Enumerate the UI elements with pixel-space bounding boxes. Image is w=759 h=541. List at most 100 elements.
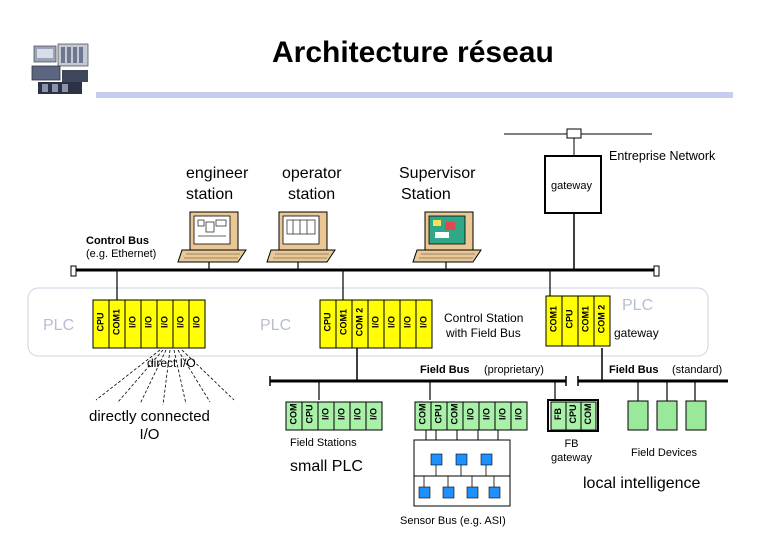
module-label: FB: [553, 408, 563, 420]
module-slot: [510, 401, 528, 431]
direct-io-lines: [95, 349, 235, 406]
module-slot: [415, 299, 433, 349]
field-bus-standard-line: [577, 376, 728, 386]
module-label: I/O: [368, 408, 378, 420]
sensor-bus: [413, 430, 511, 507]
fb-gateway-frame: [547, 399, 599, 432]
module-label: COM 2: [596, 305, 606, 334]
directly-connected-label: directly connected I/O: [89, 408, 210, 444]
module-label: COM: [417, 404, 427, 425]
sensor-icon: [488, 486, 501, 499]
plc-left-label: PLC: [43, 317, 75, 334]
plc-right-label: PLC: [622, 297, 654, 314]
module-label: I/O: [320, 408, 330, 420]
supervisor-station-icon: [412, 211, 482, 263]
module-label: I/O: [497, 408, 507, 420]
supervisor-station-label: Supervisor Station: [399, 163, 475, 205]
field-bus-standard-label: Field Bus: [609, 364, 659, 376]
module-label: CPU: [568, 404, 578, 423]
enterprise-network-line: [504, 128, 652, 156]
plc-region: [27, 287, 709, 357]
module-label: I/O: [465, 408, 475, 420]
directly-connected-line2: I/O: [139, 426, 160, 443]
supervisor-station-line2: Station: [401, 186, 451, 203]
directly-connected-line1: directly connected: [89, 408, 210, 425]
engineer-station-line2: station: [186, 186, 234, 203]
field-devices: [627, 400, 707, 431]
module-label: CPU: [322, 312, 332, 331]
field-station-rack: COM CPU I/O I/O I/O I/O: [285, 401, 383, 431]
module-label: I/O: [481, 408, 491, 420]
field-devices-label: Field Devices: [631, 447, 698, 459]
field-bus-proprietary-line: [269, 376, 567, 386]
module-label: I/O: [175, 316, 185, 328]
module-label: I/O: [386, 316, 396, 328]
operator-station-label: operator station: [282, 163, 342, 205]
module-label: COM1: [580, 306, 590, 332]
module-label: CPU: [95, 312, 105, 331]
module-label: I/O: [418, 316, 428, 328]
engineer-station-label: engineer station: [186, 163, 248, 205]
module-label: CPU: [304, 404, 314, 423]
local-intelligence-label: local intelligence: [583, 475, 701, 492]
sensor-nodes: [418, 453, 501, 499]
engineer-station-icon: [177, 211, 247, 263]
module-label: I/O: [370, 316, 380, 328]
field-bus-proprietary-label: Field Bus: [420, 364, 470, 376]
field-device: [685, 400, 707, 431]
engineer-station-line1: engineer: [186, 165, 249, 182]
plc-right-rack: COM1 CPU COM1 COM 2: [545, 295, 611, 347]
sensor-icon: [480, 453, 493, 466]
fb-gateway-line1: FB: [564, 438, 579, 450]
operator-station-icon: [266, 211, 336, 263]
module-label: I/O: [191, 316, 201, 328]
module-label: I/O: [402, 316, 412, 328]
sensor-icon: [442, 486, 455, 499]
title-rule: [96, 92, 733, 98]
module-label: COM: [288, 404, 298, 425]
module-label: COM: [449, 404, 459, 425]
gateway-right-label: gateway: [614, 326, 659, 340]
control-bus-label: Control Bus: [86, 235, 149, 247]
module-label: I/O: [513, 408, 523, 420]
module-label: COM1: [548, 306, 558, 332]
module-label: COM1: [111, 309, 121, 335]
field-stations-label: Field Stations: [290, 437, 357, 449]
module-label: COM: [583, 404, 593, 425]
module-label: I/O: [159, 316, 169, 328]
gateway-top-box: [544, 155, 602, 214]
module-label: CPU: [433, 404, 443, 423]
module-slot: [580, 401, 597, 431]
module-label: I/O: [336, 408, 346, 420]
sensor-icon: [466, 486, 479, 499]
sensor-bus-label: Sensor Bus (e.g. ASI): [400, 515, 506, 527]
field-device: [627, 400, 649, 431]
module-label: I/O: [352, 408, 362, 420]
control-station-line1: Control Station: [444, 311, 524, 325]
control-station-label: Control Station with Field Bus: [444, 311, 523, 341]
operator-station-line1: operator: [282, 165, 342, 182]
plc-logo-icon: [30, 42, 92, 96]
direct-io-label: direct I/O: [147, 356, 196, 370]
module-slot: [593, 295, 611, 347]
small-plc-label: small PLC: [290, 458, 363, 475]
fb-gateway-line2: gateway: [551, 452, 592, 464]
sensor-icon: [418, 486, 431, 499]
operator-station-line2: station: [288, 186, 336, 203]
sensor-station-rack: COM CPU COM I/O I/O I/O I/O: [414, 401, 528, 431]
module-slot: [188, 299, 206, 349]
module-label: I/O: [143, 316, 153, 328]
page-title: Architecture réseau: [272, 36, 554, 69]
gateway-top-label: gateway: [551, 180, 592, 192]
fb-gateway-label: FB gateway: [551, 437, 592, 465]
plc-middle-label: PLC: [260, 317, 292, 334]
enterprise-network-label: Entreprise Network: [609, 149, 716, 163]
fb-gateway-rack: FB CPU COM: [550, 401, 597, 431]
module-label: CPU: [564, 309, 574, 328]
control-station-line2: with Field Bus: [446, 326, 521, 340]
proprietary-label: (proprietary): [484, 364, 544, 376]
